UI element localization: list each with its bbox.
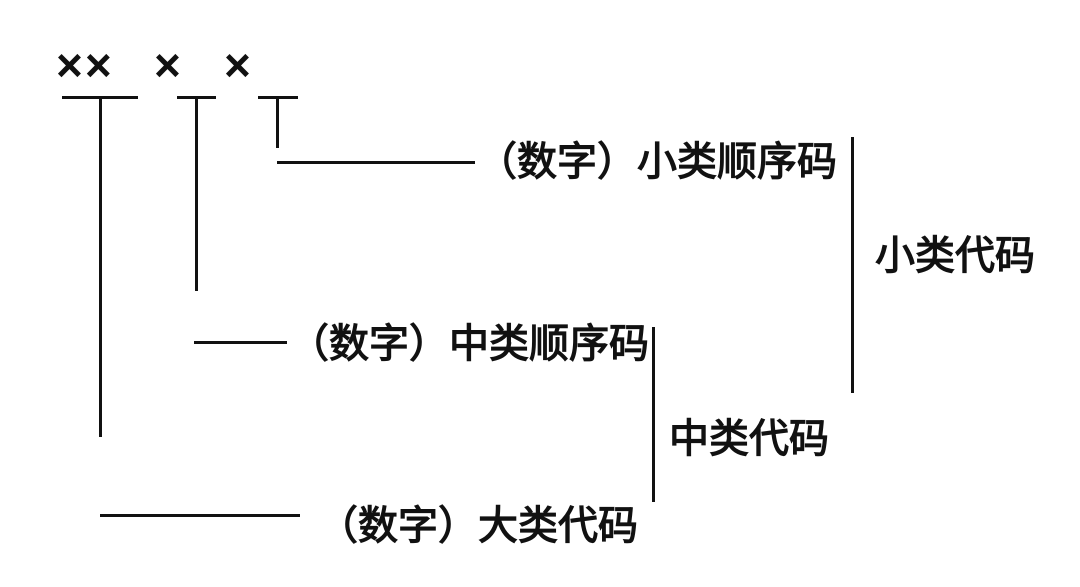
label-small-class-sequence-code: （数字）小类顺序码 <box>477 140 837 184</box>
label-middle-class-sequence-code: （数字）中类顺序码 <box>289 322 649 366</box>
bracket-middle-class-code <box>652 327 655 502</box>
label-small-class-code: 小类代码 <box>875 234 1035 278</box>
bracket-small-class-code <box>851 137 854 393</box>
digits-major-class: ×× <box>56 39 114 91</box>
stem-middle-class <box>195 96 198 291</box>
digit-small-class: × <box>224 39 253 91</box>
stem-major-class <box>99 96 102 437</box>
stem-small-class <box>276 96 279 148</box>
leader-small-class-seq <box>277 161 475 164</box>
leader-middle-class-seq <box>194 341 287 344</box>
label-middle-class-code: 中类代码 <box>669 417 829 461</box>
label-major-class-code: （数字）大类代码 <box>318 504 638 548</box>
leader-major-class <box>100 514 300 517</box>
digit-middle-class: × <box>154 39 183 91</box>
